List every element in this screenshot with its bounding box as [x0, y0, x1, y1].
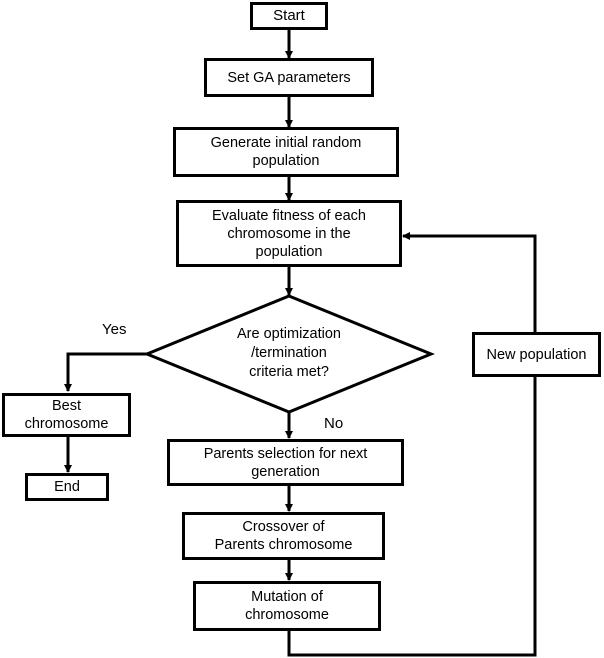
decision-diamond — [143, 294, 435, 414]
arrow-new-population-to-evaluate — [402, 232, 537, 332]
set-ga-parameters-label: Set GA parameters — [227, 69, 351, 86]
crossover-line-1: Crossover of — [242, 519, 325, 535]
start-node: Start — [250, 2, 328, 30]
set-ga-parameters-node: Set GA parameters — [204, 58, 374, 97]
mutation-line-2: chromosome — [245, 607, 329, 623]
generate-line-2: population — [252, 153, 320, 169]
crossover-node: Crossover of Parents chromosome — [182, 512, 385, 560]
parents-selection-node: Parents selection for next generation — [167, 439, 404, 486]
generate-population-node: Generate initial random population — [173, 127, 399, 177]
evaluate-line-3: population — [255, 243, 323, 260]
evaluate-fitness-node: Evaluate fitness of each chromosome in t… — [176, 200, 402, 267]
start-label: Start — [273, 7, 305, 24]
new-population-label: New population — [486, 346, 587, 363]
yes-label: Yes — [102, 321, 127, 338]
mutation-line-1: Mutation of — [251, 589, 323, 605]
loop-mutation-to-new-population — [287, 376, 537, 657]
mutation-node: Mutation of chromosome — [193, 581, 381, 631]
generate-line-1: Generate initial random — [210, 135, 362, 151]
evaluate-line-1: Evaluate fitness of each — [212, 207, 366, 224]
decision-text: Are optimization /termination criteria m… — [200, 325, 378, 382]
best-line-2: chromosome — [24, 416, 109, 432]
best-line-1: Best — [51, 398, 81, 414]
evaluate-line-2: chromosome in the — [227, 225, 351, 242]
end-node: End — [25, 473, 109, 501]
decision-line-3: criteria met? — [249, 364, 329, 380]
decision-line-2: /termination — [251, 345, 327, 361]
best-chromosome-node: Best chromosome — [2, 393, 131, 437]
crossover-line-2: Parents chromosome — [214, 537, 353, 553]
decision-line-1: Are optimization — [237, 326, 341, 342]
parents-line-2: generation — [251, 463, 320, 480]
parents-line-1: Parents selection for next — [203, 445, 368, 462]
no-label: No — [324, 415, 344, 432]
new-population-node: New population — [472, 332, 601, 377]
end-label: End — [54, 479, 80, 495]
arrow-decision-yes — [64, 352, 147, 392]
